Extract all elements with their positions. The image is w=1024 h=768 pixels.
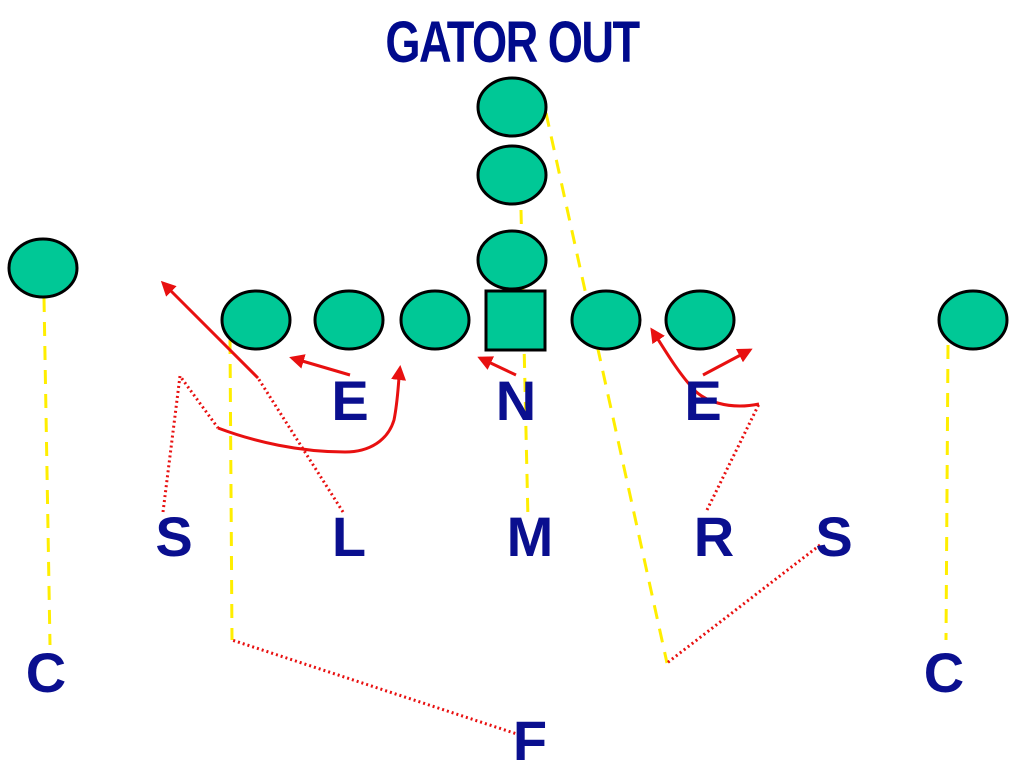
nose-arrow bbox=[477, 356, 517, 377]
rover-blitz-curve bbox=[650, 327, 760, 408]
end-right-arrow bbox=[702, 348, 753, 377]
defender-rover: R bbox=[694, 505, 734, 568]
left-guard bbox=[399, 289, 471, 351]
defender-nose: N bbox=[496, 369, 536, 432]
play-title: GATOR OUT bbox=[385, 10, 640, 75]
defender-free-safety: F bbox=[513, 709, 547, 768]
wide-receiver-right bbox=[937, 289, 1009, 351]
center-square bbox=[484, 289, 547, 352]
tailback bbox=[476, 76, 548, 138]
defender-mike: M bbox=[507, 505, 554, 568]
right-guard bbox=[570, 289, 642, 351]
right-tackle bbox=[664, 289, 736, 351]
mike-left-blitz-arrow bbox=[160, 280, 260, 380]
defender-sam: S bbox=[155, 505, 192, 568]
sam-drop bbox=[228, 339, 234, 641]
tight-end-left bbox=[220, 289, 292, 351]
free-safety-dotted-path bbox=[231, 638, 521, 737]
defender-corner-right: C bbox=[924, 641, 964, 704]
defender-safety-right: S bbox=[815, 505, 852, 568]
corner-right-drop bbox=[944, 344, 950, 641]
fullback bbox=[476, 144, 548, 206]
dotted-paths bbox=[161, 372, 821, 737]
blitz-routes bbox=[160, 280, 760, 454]
wide-receiver-left bbox=[7, 237, 79, 299]
quarterback bbox=[476, 229, 548, 291]
defender-end-right: E bbox=[684, 369, 721, 432]
defense: E N E S L M R S C C F bbox=[26, 369, 964, 768]
left-tackle bbox=[313, 289, 385, 351]
blitz-route-curve bbox=[217, 365, 407, 454]
deep-diagonal-drop bbox=[544, 112, 669, 664]
sam-dotted-path bbox=[161, 372, 220, 513]
defender-corner-left: C bbox=[26, 641, 66, 704]
defender-end-left: E bbox=[331, 369, 368, 432]
safety-right-dotted-path bbox=[666, 543, 821, 665]
mike-left-dotted-path bbox=[256, 377, 345, 513]
defender-mike-left: L bbox=[332, 505, 366, 568]
corner-left-drop bbox=[42, 297, 52, 646]
end-left-arrow bbox=[289, 354, 351, 377]
offense bbox=[7, 76, 1009, 352]
